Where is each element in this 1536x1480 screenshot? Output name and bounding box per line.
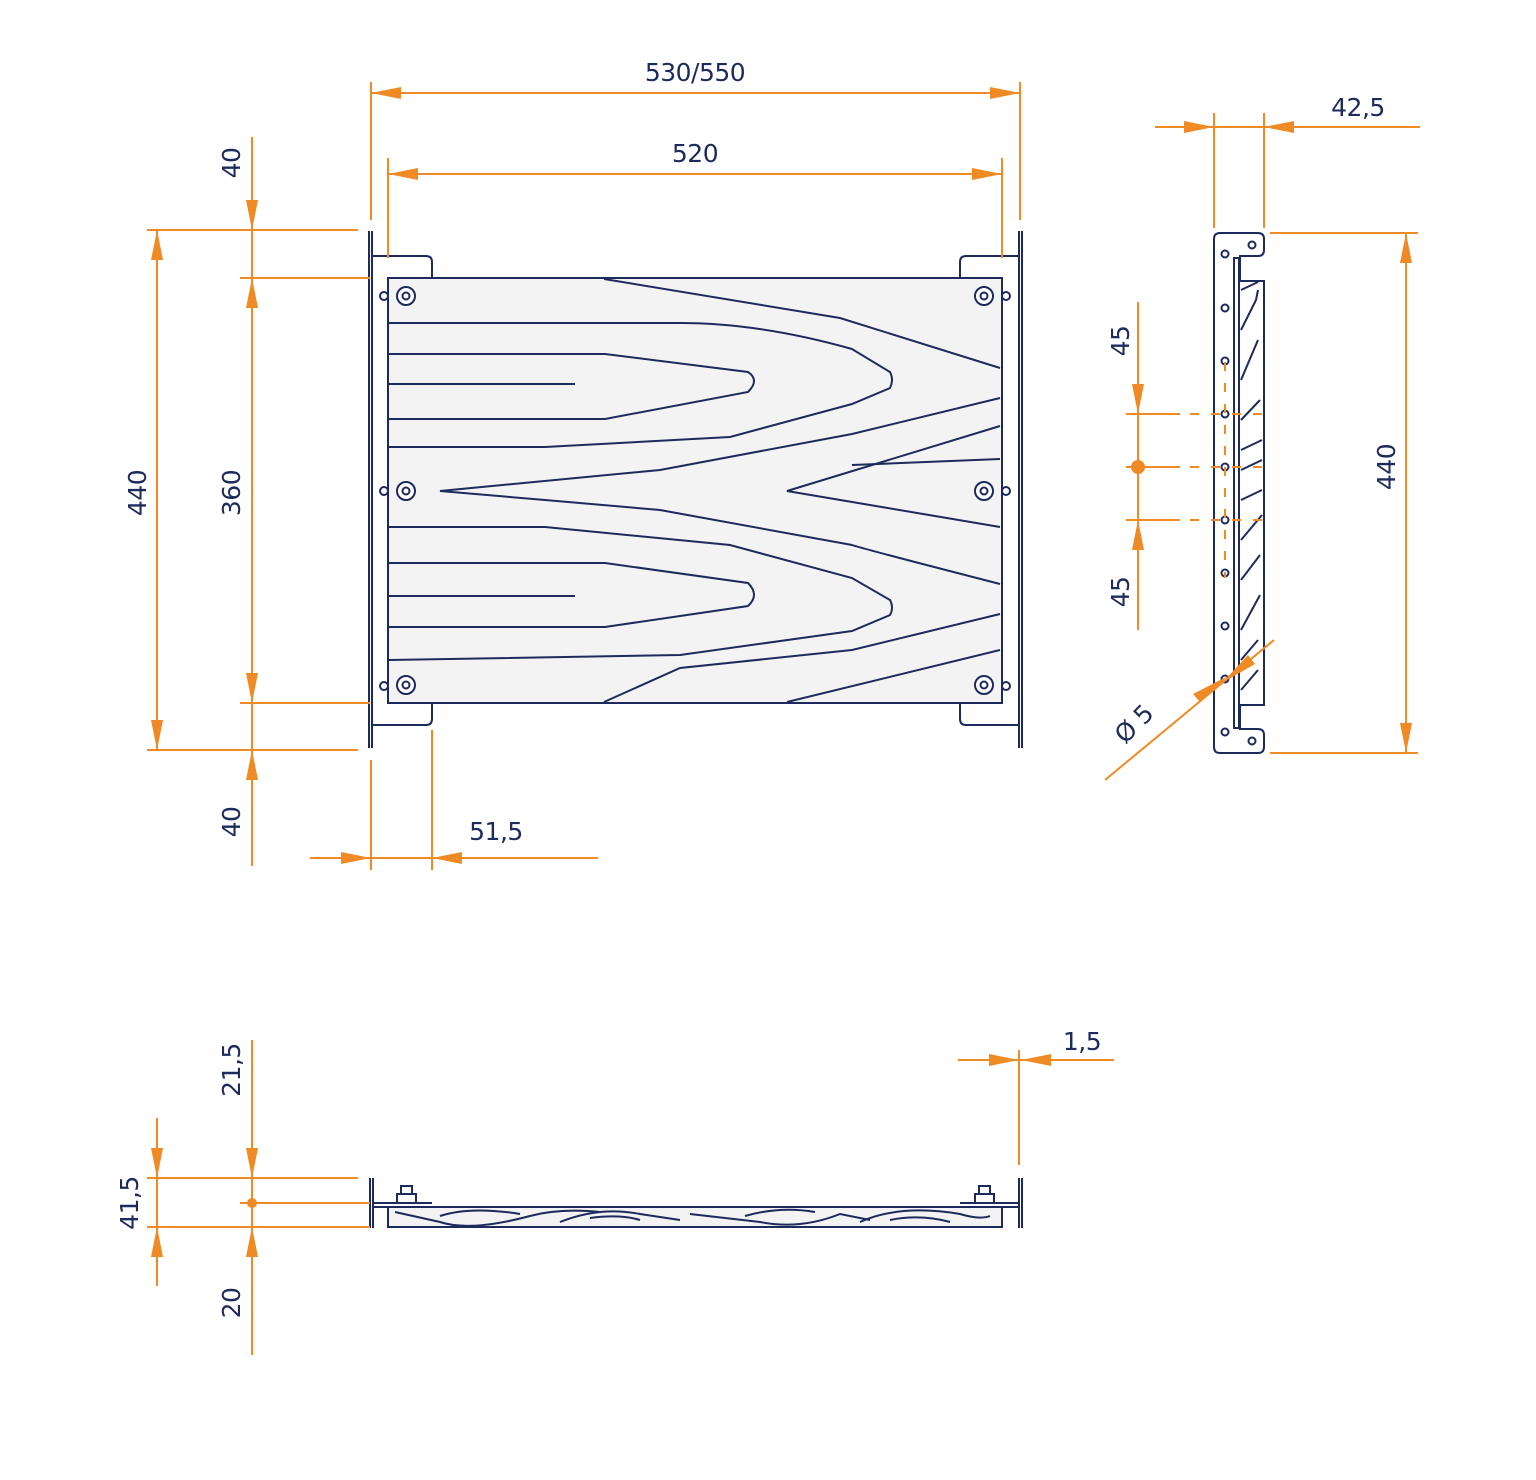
- dim-panel-height: 360: [217, 470, 246, 516]
- dim-slot-spacing-bottom: 45: [1106, 577, 1135, 608]
- dim-bracket-width: 51,5: [469, 817, 523, 846]
- dim-panel-width: 520: [672, 139, 718, 168]
- side-pattern: [1240, 281, 1263, 691]
- dim-slot-spacing-top: 45: [1106, 326, 1135, 357]
- side-view: [1104, 113, 1420, 781]
- section-view: [147, 1040, 1114, 1355]
- section-dimensions: [147, 1040, 1114, 1355]
- dim-sheet-thickness: 1,5: [1063, 1027, 1101, 1056]
- dim-overall-width: 530/550: [645, 58, 745, 87]
- dim-upper-offset: 21,5: [217, 1043, 246, 1097]
- section-bolts: [396, 1185, 995, 1204]
- panel-screws: [396, 286, 994, 695]
- dim-side-height: 440: [1372, 444, 1401, 490]
- dim-top-margin: 40: [217, 148, 246, 179]
- front-view: [147, 82, 1023, 870]
- dim-section-height: 41,5: [115, 1176, 144, 1230]
- dim-overall-height: 440: [123, 470, 152, 516]
- dim-lower-offset: 20: [217, 1288, 246, 1319]
- panel-pattern: [388, 278, 1001, 703]
- side-dimensions: [1104, 113, 1420, 781]
- dim-bottom-margin: 40: [217, 807, 246, 838]
- section-pattern: [394, 1208, 991, 1227]
- front-dimensions: [147, 82, 1021, 870]
- dim-side-depth: 42,5: [1331, 93, 1385, 122]
- panel: [387, 277, 1003, 704]
